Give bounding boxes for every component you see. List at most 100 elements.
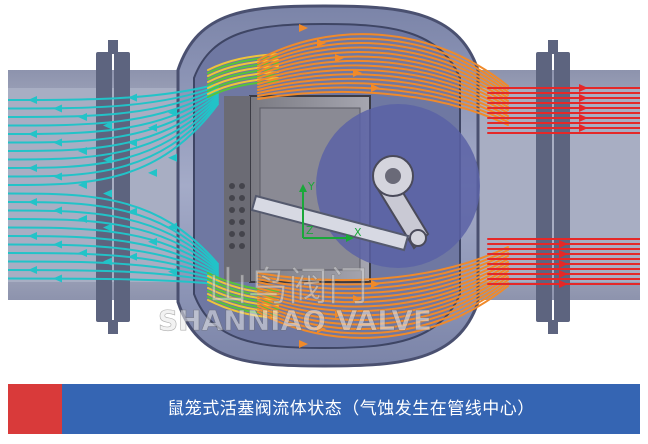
streamline xyxy=(8,209,219,269)
axis-label-y: Y xyxy=(307,180,315,193)
streamline xyxy=(207,278,279,298)
flow-arrow xyxy=(128,138,137,147)
flow-arrow xyxy=(579,84,588,92)
flow-arrow xyxy=(103,223,112,232)
streamline xyxy=(8,101,219,178)
caption-accent-block xyxy=(8,384,62,434)
streamline xyxy=(257,33,509,87)
flow-arrow xyxy=(103,257,112,266)
flow-arrow xyxy=(103,189,112,198)
streamline xyxy=(257,282,509,335)
flow-arrow xyxy=(128,207,137,216)
flow-arrow xyxy=(299,340,308,348)
flow-arrow xyxy=(559,270,568,278)
caption-bar: 鼠笼式活塞阀流体状态（气蚀发生在管线中心） xyxy=(8,384,640,434)
streamline xyxy=(257,270,509,317)
flow-arrow xyxy=(559,240,568,248)
flow-arrow xyxy=(28,266,37,274)
flow-arrow xyxy=(148,237,157,246)
streamline xyxy=(257,59,509,105)
flow-arrow xyxy=(78,113,87,121)
streamline xyxy=(8,103,219,186)
streamline xyxy=(8,260,219,281)
flow-arrow xyxy=(335,310,344,318)
streamline xyxy=(8,243,219,277)
streamline xyxy=(257,68,509,111)
axis-label-x: X xyxy=(354,226,362,239)
flow-arrow xyxy=(78,249,87,257)
flow-arrow xyxy=(78,181,87,189)
streamline xyxy=(257,37,509,90)
flow-arrow xyxy=(78,147,87,155)
flow-arrow xyxy=(579,104,588,112)
streamline xyxy=(257,267,509,313)
streamline xyxy=(8,192,219,265)
streamline xyxy=(8,218,219,271)
watermark-brand-cn: 山鸟阀门 xyxy=(208,264,368,310)
watermark-brand-en: SHANNIAO VALVE xyxy=(158,304,432,337)
streamline xyxy=(8,201,219,267)
flow-arrow xyxy=(168,267,177,276)
watermark: 山鸟阀门 SHANNIAO VALVE xyxy=(158,264,433,338)
axis-label-z: Z xyxy=(306,224,314,237)
streamline xyxy=(207,77,279,95)
streamline xyxy=(8,85,219,110)
streamline xyxy=(8,87,219,118)
flow-arrow xyxy=(53,104,62,113)
streamline xyxy=(257,261,509,304)
streamline xyxy=(257,276,509,326)
flow-arrow xyxy=(579,124,588,132)
connecting-rod xyxy=(250,194,410,252)
streamline xyxy=(257,279,509,330)
flow-arrow xyxy=(28,130,37,138)
flow-arrow xyxy=(317,325,326,333)
streamline xyxy=(8,89,219,127)
flow-arrow xyxy=(53,206,62,215)
streamline xyxy=(257,255,509,295)
flow-arrow xyxy=(168,153,177,162)
flow-arrow xyxy=(579,114,588,122)
flow-arrow xyxy=(128,93,137,102)
flow-arrow xyxy=(103,121,112,130)
streamline xyxy=(257,249,509,286)
streamline xyxy=(257,86,509,123)
flow-arrow xyxy=(53,138,62,147)
streamline xyxy=(207,74,279,92)
flow-arrow xyxy=(53,240,62,249)
flow-arrow xyxy=(28,198,37,206)
flow-arrow xyxy=(335,54,344,62)
flow-arrow xyxy=(299,24,308,32)
streamline xyxy=(207,272,279,292)
flow-arrow xyxy=(579,94,588,102)
streamline xyxy=(257,90,509,126)
streamline xyxy=(8,226,219,273)
flow-arrow xyxy=(353,69,362,77)
streamline xyxy=(257,252,509,290)
streamline xyxy=(257,73,509,114)
flow-arrow xyxy=(28,96,37,104)
streamline xyxy=(257,55,509,102)
streamline xyxy=(207,281,279,301)
streamline xyxy=(257,246,509,282)
flow-arrow xyxy=(371,84,380,92)
flow-arrow xyxy=(353,295,362,303)
streamline xyxy=(8,97,219,161)
streamline xyxy=(8,252,219,279)
flow-arrow xyxy=(168,222,177,231)
valve-flow-simulation-image: Y X Z 山鸟阀门 SHANNIAO VALVE xyxy=(8,0,640,372)
axis-triad: Y X Z xyxy=(299,180,362,242)
streamline xyxy=(257,42,509,93)
streamline xyxy=(257,258,509,299)
streamline xyxy=(257,285,509,339)
streamline xyxy=(207,80,279,98)
flow-arrow xyxy=(559,250,568,258)
streamline xyxy=(257,77,509,117)
caption-text: 鼠笼式活塞阀流体状态（气蚀发生在管线中心） xyxy=(167,399,535,419)
streamline xyxy=(207,275,279,295)
streamline xyxy=(257,51,509,99)
streamline xyxy=(257,46,509,96)
streamline xyxy=(257,82,509,120)
streamline xyxy=(207,71,279,89)
streamline xyxy=(257,273,509,321)
streamline xyxy=(8,95,219,152)
